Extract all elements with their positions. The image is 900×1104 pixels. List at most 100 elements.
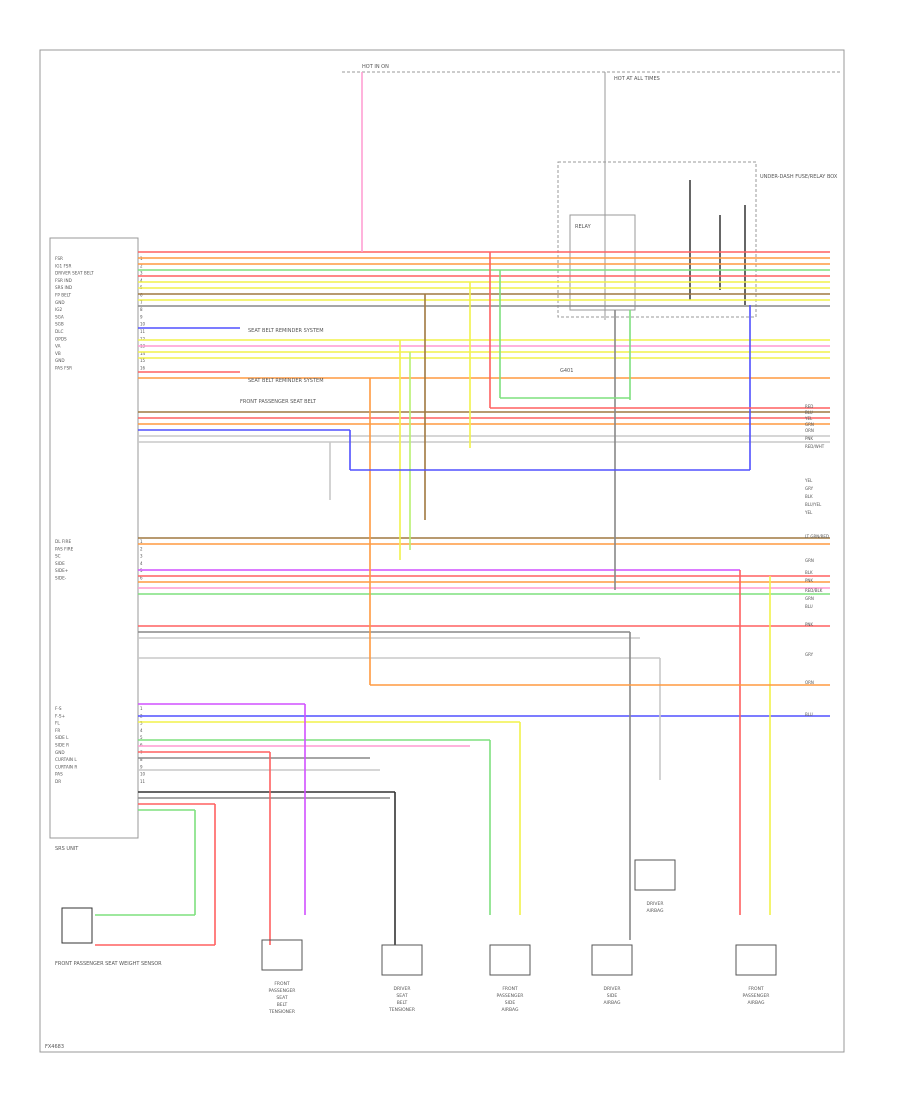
srs-pin-label: SGA bbox=[55, 314, 64, 319]
component-label: AIRBAG bbox=[646, 908, 664, 914]
right-wire-label: GRN bbox=[805, 422, 814, 427]
srs-pin-number: 2 bbox=[140, 263, 143, 268]
footer-code: FX4683 bbox=[45, 1044, 64, 1050]
srs-pin-number: 11 bbox=[140, 779, 146, 784]
srs-pin-label: IG2 bbox=[55, 307, 62, 312]
srs-unit-label: SRS UNIT bbox=[55, 846, 79, 852]
srs-pin-label: VB bbox=[55, 351, 61, 356]
component-label: PASSENGER bbox=[269, 988, 296, 994]
component-label: FRONT bbox=[274, 981, 290, 987]
srs-pin-number: 6 bbox=[140, 743, 143, 748]
right-wire-label: BLU bbox=[805, 604, 813, 609]
component-label: BELT bbox=[397, 1000, 408, 1006]
right-wire-label: BLK bbox=[805, 570, 813, 575]
srs-pin-label: GND bbox=[55, 300, 65, 305]
ground-label: G401 bbox=[560, 368, 573, 374]
srs-pin-label: DL FIRE bbox=[55, 539, 71, 544]
right-wire-label: ORN bbox=[805, 428, 814, 433]
srs-pin-number: 12 bbox=[140, 336, 146, 341]
srs-pin-number: 1 bbox=[140, 706, 143, 711]
left-fuse-label: HOT IN ON bbox=[362, 64, 389, 70]
srs-pin-label: SC bbox=[55, 554, 61, 559]
srs-pin-label: FSR bbox=[55, 256, 63, 261]
right-wire-label: GRY bbox=[805, 486, 814, 491]
srs-pin-number: 10 bbox=[140, 772, 146, 777]
srs-pin-label: PAS bbox=[55, 772, 63, 777]
diagram-frame bbox=[39, 49, 845, 1053]
srs-pin-label: CURTAIN L bbox=[55, 757, 77, 762]
note-seat-belt-reminder-2: SEAT BELT REMINDER SYSTEM bbox=[248, 378, 324, 384]
srs-pin-label: SRS IND bbox=[55, 285, 72, 290]
srs-pin-label: SGB bbox=[55, 322, 64, 327]
srs-pin-label: IG1 FSR bbox=[55, 263, 71, 268]
srs-pin-number: 9 bbox=[140, 764, 143, 769]
srs-pin-number: 7 bbox=[140, 300, 143, 305]
right-wire-label: BLU/YEL bbox=[805, 502, 822, 507]
srs-pin-label: GND bbox=[55, 358, 65, 363]
srs-pin-label: DRIVER SEAT BELT bbox=[55, 271, 94, 276]
srs-pin-label: DR bbox=[55, 779, 61, 784]
srs-pin-label: FSR IND bbox=[55, 278, 72, 283]
srs-pin-number: 16 bbox=[140, 366, 146, 371]
srs-pin-label: GND bbox=[55, 750, 65, 755]
srs-pin-number: 8 bbox=[140, 757, 143, 762]
component-label: TENSIONER bbox=[268, 1009, 295, 1015]
srs-pin-label: PAS FIRE bbox=[55, 546, 74, 551]
right-wire-label: GRN bbox=[805, 558, 814, 563]
relay-box-label: UNDER-DASH FUSE/RELAY BOX bbox=[760, 174, 838, 180]
bottom-components: FRONTPASSENGERSEATBELTTENSIONERDRIVERSEA… bbox=[261, 859, 777, 1015]
srs-pin-number: 9 bbox=[140, 314, 143, 319]
srs-pin-label: SIDE R bbox=[55, 743, 69, 748]
right-wire-label: PNK bbox=[805, 436, 813, 441]
component-connector bbox=[591, 944, 633, 976]
component-label: FRONT bbox=[748, 986, 764, 992]
srs-pin-label: CURTAIN R bbox=[55, 764, 77, 769]
srs-pin-label: PAS FSR bbox=[55, 366, 72, 371]
srs-pin-label: F-S bbox=[55, 706, 62, 711]
srs-pin-label: F-S+ bbox=[55, 713, 66, 718]
right-wire-label: GRY bbox=[805, 652, 814, 657]
right-wire-label: GRN bbox=[805, 596, 814, 601]
srs-pin-number: 3 bbox=[140, 271, 143, 276]
right-fuse-label: HOT AT ALL TIMES bbox=[614, 76, 660, 82]
component-connector bbox=[634, 859, 676, 891]
seat-weight-sensor-box bbox=[61, 907, 93, 944]
srs-pin-number: 4 bbox=[140, 561, 143, 566]
srs-pin-number: 11 bbox=[140, 329, 146, 334]
component-connector bbox=[735, 944, 777, 976]
srs-pin-number: 5 bbox=[140, 735, 143, 740]
component-label: BELT bbox=[277, 1002, 288, 1008]
srs-pin-number: 4 bbox=[140, 728, 143, 733]
harness-wires bbox=[95, 250, 830, 946]
component-label: SEAT bbox=[396, 993, 407, 999]
srs-pin-number: 1 bbox=[140, 539, 143, 544]
component-label: SEAT bbox=[276, 995, 287, 1001]
right-wire-label: BLK bbox=[805, 494, 813, 499]
component-label: SIDE bbox=[505, 1000, 516, 1006]
srs-pin-number: 6 bbox=[140, 576, 143, 581]
right-wire-label: LT GRN/RED bbox=[805, 534, 829, 539]
srs-pin-number: 14 bbox=[140, 351, 146, 356]
component-label: AIRBAG bbox=[501, 1007, 519, 1013]
component-label: DRIVER bbox=[604, 986, 621, 992]
srs-pin-number: 4 bbox=[140, 278, 143, 283]
srs-pin-number: 3 bbox=[140, 721, 143, 726]
right-wire-label: RED bbox=[805, 404, 813, 409]
srs-pin-number: 6 bbox=[140, 293, 143, 298]
right-wire-label: PNK bbox=[805, 622, 813, 627]
srs-pin-number: 2 bbox=[140, 546, 143, 551]
srs-pin-label: VA bbox=[55, 344, 61, 349]
component-label: SIDE bbox=[607, 993, 618, 999]
right-wire-label: BLU bbox=[805, 712, 813, 717]
component-label: TENSIONER bbox=[388, 1007, 415, 1013]
right-wire-label: RED/BLK bbox=[805, 588, 823, 593]
component-label: AIRBAG bbox=[747, 1000, 765, 1006]
note-seat-belt-reminder-1: SEAT BELT REMINDER SYSTEM bbox=[248, 328, 324, 334]
srs-pin-label: SIDE- bbox=[55, 576, 67, 581]
srs-pin-label: SIDE bbox=[55, 561, 65, 566]
srs-pin-label: DLC bbox=[55, 329, 64, 334]
component-label: PASSENGER bbox=[743, 993, 770, 999]
right-wire-labels: REDBLUYELGRNORNPNKRED/WHTYELGRYBLKBLU/YE… bbox=[804, 404, 829, 717]
